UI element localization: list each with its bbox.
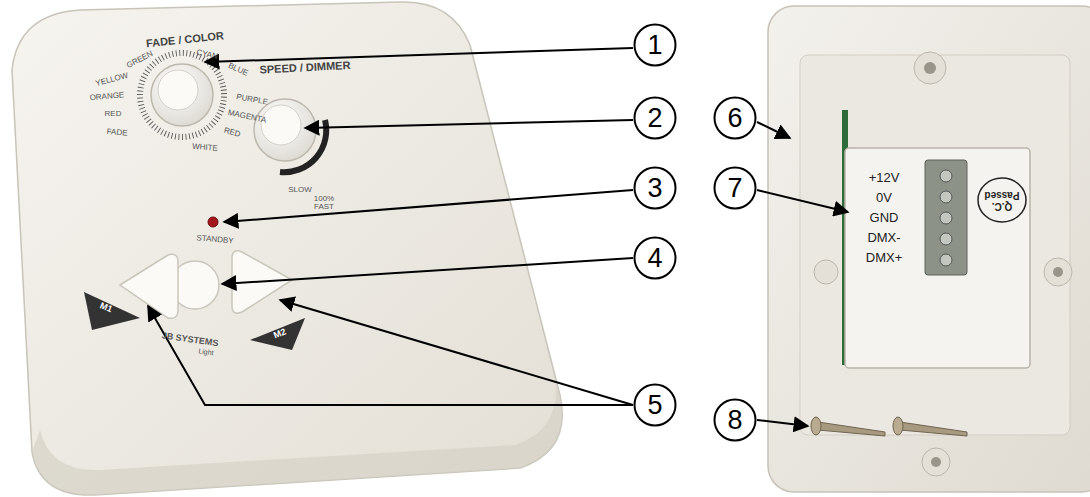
callout-number: 1 — [633, 23, 677, 67]
leader-line — [757, 190, 848, 212]
pin-name: GND — [870, 211, 899, 225]
callout-label: 4 — [633, 236, 677, 280]
panel-label: FADE — [106, 128, 128, 138]
panel-label: YELLOW — [95, 72, 129, 89]
m1-mark — [84, 292, 140, 330]
back-housing — [768, 6, 1090, 492]
callout-number: 6 — [713, 96, 757, 140]
m2-mark — [250, 318, 305, 350]
leader-line — [280, 300, 633, 405]
screw-head — [893, 417, 903, 435]
mount-hole — [931, 457, 941, 467]
panel-label: RED — [223, 127, 241, 139]
callout-label: 8 — [713, 398, 757, 442]
panel-label: M1 — [98, 301, 113, 314]
panel-label: FADE / COLOR — [145, 30, 224, 50]
terminal-screw — [940, 191, 952, 203]
knob-cap — [158, 70, 198, 110]
panel-label: M2 — [272, 327, 287, 340]
leader-line — [757, 122, 790, 138]
callout-label: 1 — [633, 23, 677, 67]
speed-dimmer-knob — [254, 99, 316, 161]
leader-line — [757, 420, 808, 426]
terminal-cover — [845, 148, 1030, 368]
panel-label: SLOW — [288, 186, 312, 194]
color-scale — [125, 38, 240, 153]
callout-number: 7 — [713, 166, 757, 210]
callout-number: 8 — [713, 398, 757, 442]
leader-line — [224, 190, 633, 222]
panel-label: PURPLE — [236, 93, 269, 107]
panel-label: JB SYSTEMS — [161, 331, 219, 348]
panel-label: Light — [198, 347, 214, 356]
leader-line — [205, 48, 633, 62]
wood-screw — [900, 422, 967, 436]
panel-label: WHITE — [192, 143, 218, 154]
panel-label: MAGENTA — [227, 109, 267, 125]
plate-edge — [32, 380, 562, 495]
callout-label: 2 — [633, 96, 677, 140]
mount-hole — [814, 260, 838, 284]
fade-color-knob — [151, 64, 213, 126]
panel-label: BLUE — [227, 62, 249, 78]
panel-label: CYAN — [196, 49, 219, 62]
pin-name: DMX+ — [866, 251, 902, 265]
callout-label: 6 — [713, 96, 757, 140]
leader-line — [222, 258, 633, 284]
leader-line — [305, 120, 633, 128]
terminal-screw — [940, 254, 952, 266]
panel-label: RED — [105, 110, 122, 118]
terminal-block — [925, 160, 967, 275]
knob-cap — [261, 105, 301, 145]
terminal-screw — [940, 233, 952, 245]
panel-label: ORANGE — [89, 91, 124, 102]
pin-name: 0V — [876, 191, 892, 205]
callout-number: 5 — [633, 383, 677, 427]
callout-label: 3 — [633, 166, 677, 210]
housing-recess — [800, 55, 1070, 435]
panel-label: SPEED / DIMMER — [259, 60, 351, 76]
callout-number: 2 — [633, 96, 677, 140]
panel-label: Q.C. Passed — [981, 190, 1023, 211]
qc-stamp — [978, 178, 1026, 222]
callout-label: 5 — [633, 383, 677, 427]
pin-name: DMX- — [867, 231, 900, 245]
mount-hole — [914, 52, 946, 84]
panel-label: 100% FAST — [310, 195, 338, 212]
pin-name: +12V — [869, 171, 900, 185]
wall-plate — [12, 2, 562, 495]
terminal-screw — [940, 170, 952, 182]
screw-head — [811, 417, 821, 435]
callout-number: 3 — [633, 166, 677, 210]
leader-line — [148, 306, 633, 405]
panel-label: STANDBY — [196, 234, 234, 246]
callout-number: 4 — [633, 236, 677, 280]
terminal-screw — [940, 212, 952, 224]
mount-hole — [1044, 258, 1072, 286]
mount-hole — [1053, 267, 1063, 277]
wood-screw — [818, 422, 885, 436]
mount-hole — [924, 62, 936, 74]
panel-label: GREEN — [125, 50, 154, 71]
standby-led — [208, 217, 218, 227]
callout-label: 7 — [713, 166, 757, 210]
mount-hole — [922, 448, 950, 476]
